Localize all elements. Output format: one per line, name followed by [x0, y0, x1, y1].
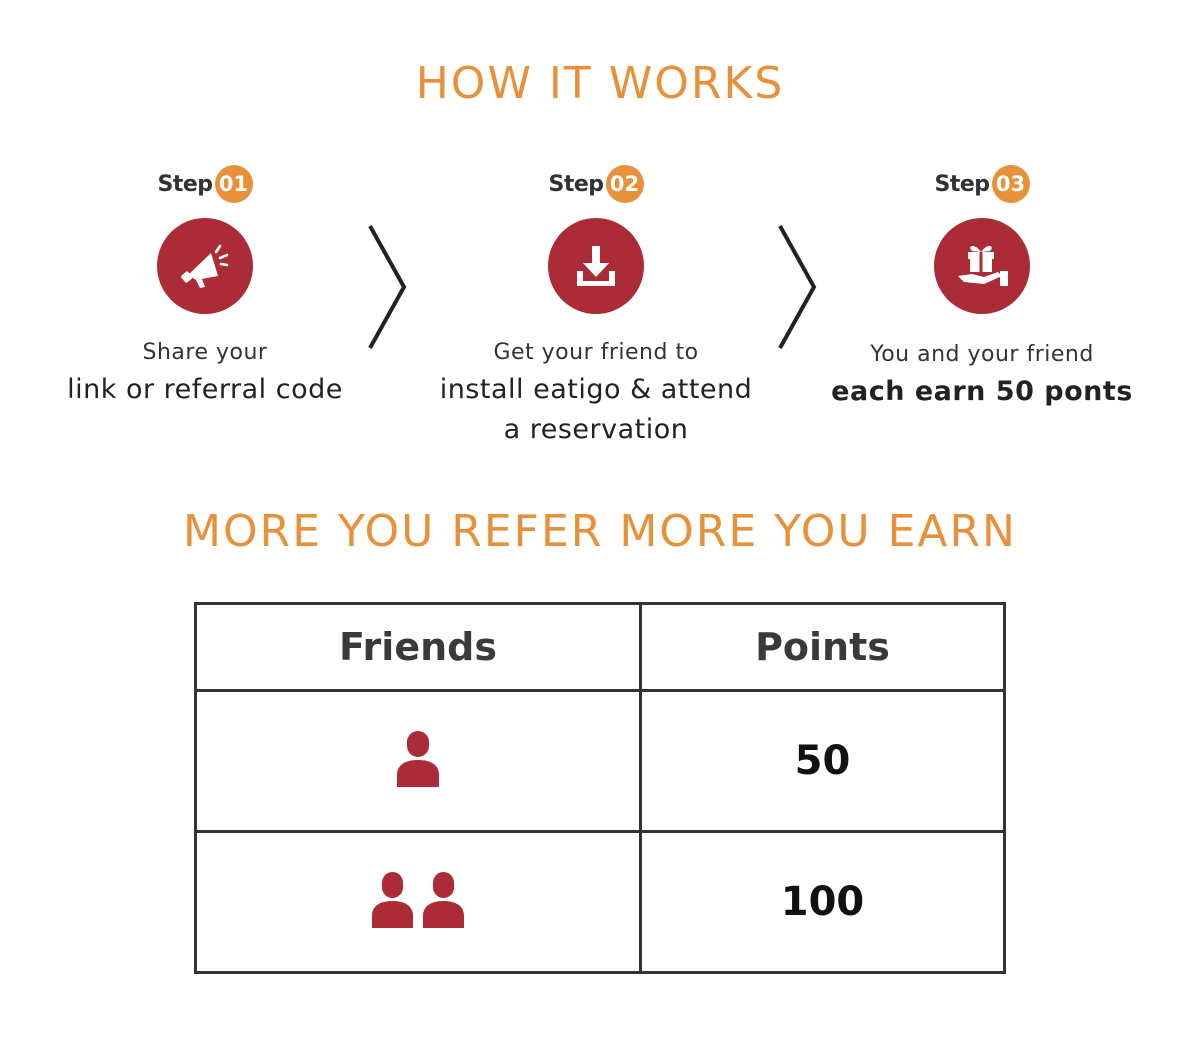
step-3-description-line: each earn 50 ponts: [831, 376, 1133, 407]
step-2-description: install eatigo & attend a reservation: [416, 370, 776, 450]
points-value: 50: [794, 738, 851, 784]
rewards-table: Friends Points 50: [194, 602, 1006, 974]
download-icon: [548, 218, 644, 314]
friends-cell: [194, 689, 642, 833]
points-cell: 50: [639, 689, 1006, 833]
points-value: 100: [780, 879, 865, 925]
step-2-description-line: a reservation: [503, 414, 689, 445]
single-person-icon: [397, 731, 439, 787]
friends-cell: [194, 830, 642, 974]
step-number-badge: 01: [214, 165, 253, 203]
rewards-title: MORE YOU REFER MORE YOU EARN: [183, 506, 1017, 557]
how-it-works-title: HOW IT WORKS: [415, 58, 785, 109]
step-3-description: each earn 50 ponts: [802, 372, 1162, 412]
step-2-caption: Get your friend to: [493, 340, 699, 365]
step-number-badge: 03: [991, 165, 1030, 203]
step-3-caption: You and your friend: [870, 342, 1094, 367]
step-word: Step: [934, 171, 990, 197]
points-column-header: Points: [639, 602, 1006, 692]
step-label: Step 02: [416, 164, 776, 204]
table-row: 100: [194, 830, 1006, 974]
step-1-description: link or referral code: [25, 370, 385, 410]
chevron-right-icon: [778, 225, 817, 349]
step-word: Step: [157, 171, 213, 197]
step-1-caption: Share your: [142, 340, 268, 365]
step-word: Step: [548, 171, 604, 197]
step-1-description-line: link or referral code: [67, 374, 343, 405]
chevron-right-icon: [368, 225, 407, 349]
step-label: Step 03: [802, 164, 1162, 204]
friends-column-header: Friends: [194, 602, 642, 692]
step-number-badge: 02: [605, 165, 644, 203]
two-persons-icon: [372, 872, 464, 928]
points-cell: 100: [639, 830, 1006, 974]
step-2-description-line: install eatigo & attend: [439, 374, 753, 405]
step-label: Step 01: [25, 164, 385, 204]
megaphone-icon: [157, 218, 253, 314]
table-header-row: Friends Points: [194, 602, 1006, 692]
gift-hand-icon: [934, 218, 1030, 314]
table-row: 50: [194, 689, 1006, 833]
